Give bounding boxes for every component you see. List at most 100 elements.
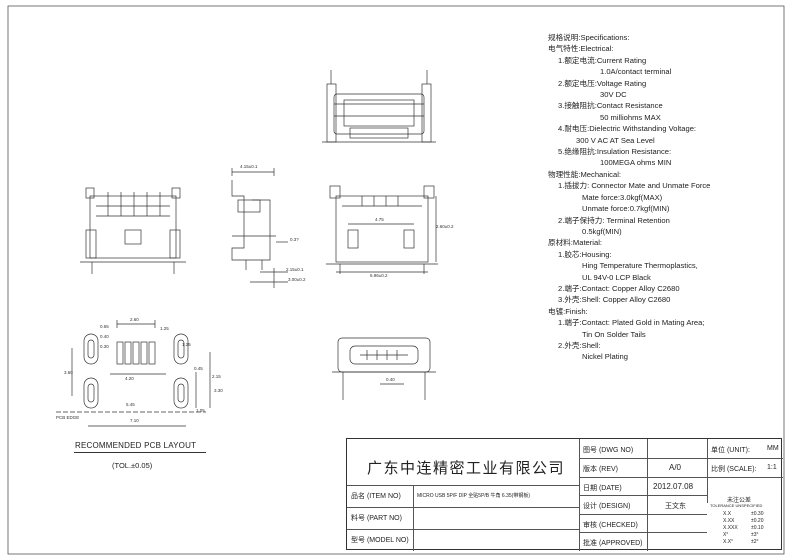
tolerance-value: ±2° (751, 539, 759, 545)
specs-title: 规格说明:Specifications: (548, 33, 630, 42)
pcb-tolerance: (TOL.±0.05) (112, 461, 153, 470)
unit-value: MM (767, 445, 779, 452)
date-label: 日期 (DATE) (583, 485, 622, 492)
item-num: 2. (558, 215, 565, 225)
pcb-dim-0: 2.60 (130, 317, 139, 322)
electrical-item: 3.接触阻抗:Contact Resistance (548, 100, 784, 111)
title-block: 广东中连精密工业有限公司 品名 (ITEM NO) MICRO USB 5P/F… (346, 438, 783, 551)
item-num: 1. (558, 181, 565, 191)
item-label: 端子:Contact: Copper Alloy C2680 (564, 283, 680, 293)
item-label: 额定电流:Current Rating (564, 55, 647, 65)
part-no-label: 料号 (PART NO) (351, 515, 402, 522)
item-num: 1. (558, 55, 565, 65)
mechanical-line: Unmate force:0.7kgf(MIN) (582, 204, 670, 214)
material-heading: 原材料:Material: (548, 238, 603, 248)
tolerance-value: ±0.20 (751, 518, 764, 524)
tb-divider (347, 529, 579, 530)
mechanical-line: 0.5kgf(MIN) (582, 226, 622, 236)
tb-divider (579, 495, 707, 496)
pcb-dim-7: 1.05 (196, 408, 205, 413)
pcb-dim-2: 0.40 (100, 334, 109, 339)
material-item: 3.外壳:Shell: Copper Alloy C2680 (548, 294, 784, 305)
item-label: 胶芯:Housing: (564, 249, 612, 259)
pcb-title-underline (74, 452, 206, 453)
date-value: 2012.07.08 (653, 482, 694, 491)
item-num: 4. (558, 124, 565, 134)
item-label: 外壳:Shell: Copper Alloy C2680 (564, 295, 671, 305)
tb-divider (579, 458, 783, 459)
front-dim-overall: 6.96±0.2 (370, 273, 388, 278)
mate-view (332, 337, 436, 400)
electrical-heading: 电气特性:Electrical: (548, 44, 614, 54)
mate-dim: 0.40 (386, 377, 395, 382)
mechanical-line: Mate force:3.0kgf(MAX) (582, 192, 663, 202)
tolerance-value: ±0.30 (751, 511, 764, 517)
approved-label: 批准 (APPROVED) (583, 540, 643, 547)
item-label: 接触阻抗:Contact Resistance (564, 101, 663, 111)
finish-line: Nickel Plating (582, 352, 629, 362)
item-num: 1. (558, 318, 565, 328)
dwg-no-label: 图号 (DWG NO) (583, 447, 634, 454)
pcb-dim-9: 0.45 (194, 366, 203, 371)
item-num: 3. (558, 295, 565, 305)
item-label: 端子保持力: Terminal Retention (564, 215, 670, 225)
mechanical-heading: 物理性能:Mechanical: (548, 169, 622, 179)
material-item: 2.端子:Contact: Copper Alloy C2680 (548, 283, 784, 294)
pcb-dim-8: 1.25 (160, 326, 169, 331)
company-name: 广东中连精密工业有限公司 (367, 459, 566, 477)
tolerance-key: X.X (723, 511, 732, 517)
design-label: 设计 (DESIGN) (583, 503, 631, 510)
pcb-dim-6: 7.10 (130, 418, 139, 423)
tb-divider (707, 439, 708, 503)
item-label: 端子:Contact: Plated Gold in Mating Area; (564, 318, 705, 328)
checked-label: 审核 (CHECKED) (583, 522, 638, 529)
pcb-dim-10: 2.15 (212, 374, 221, 379)
item-num: 2. (558, 283, 565, 293)
electrical-value: 30V DC (600, 90, 627, 100)
tb-divider (579, 532, 707, 533)
item-num: 1. (558, 249, 565, 259)
electrical-item: 4.耐电压:Dielectric Withstanding Voltage: (548, 123, 784, 134)
mechanical-item: 2.端子保持力: Terminal Retention (548, 215, 784, 226)
side-dim-thin: 0.3? (290, 237, 299, 242)
item-num: 5. (558, 147, 565, 157)
top-view (322, 70, 436, 143)
finish-heading: 电镀:Finish: (548, 306, 588, 316)
pcb-dim-11: 3.60 (64, 370, 73, 375)
item-num: 2. (558, 340, 565, 350)
pcb-dim-4: 4.20 (125, 376, 134, 381)
pcb-edge-label: PCB EDGE (56, 415, 79, 420)
electrical-value: 50 milliohms MAX (600, 112, 661, 122)
electrical-item: 1.额定电流:Current Rating (548, 55, 784, 66)
electrical-item: 5.绝缘阻抗:Insulation Resistance: (548, 146, 784, 157)
tolerance-header: 未注公差 (727, 498, 752, 504)
tb-divider (579, 477, 783, 478)
material-line: Hing Temperature Thermoplastics, (582, 261, 698, 271)
item-no-label: 品名 (ITEM NO) (351, 493, 401, 500)
tolerance-value: ±3° (751, 532, 759, 538)
scale-value: 1:1 (767, 464, 777, 471)
item-label: 额定电压:Voltage Rating (564, 78, 647, 88)
item-label: 绝缘阻抗:Insulation Resistance: (564, 147, 672, 157)
pcb-dim-1: 0.65 (100, 324, 109, 329)
rev-value: A/0 (669, 463, 682, 472)
electrical-value: 100MEGA ohms MIN (600, 158, 672, 168)
scale-label: 比例 (SCALE): (711, 466, 757, 473)
tolerance-key: X.XX (723, 518, 735, 524)
item-label: 外壳:Shell: (564, 340, 601, 350)
material-line: UL 94V-0 LCP Black (582, 272, 651, 282)
electrical-item: 2.额定电压:Voltage Rating (548, 78, 784, 89)
pcb-layout-title: RECOMMENDED PCB LAYOUT (75, 441, 197, 450)
tolerance-value: ±0.10 (751, 525, 764, 531)
pcb-dim-5: 5.45 (126, 402, 135, 407)
item-label: 插拔力: Connector Mate and Unmate Force (564, 181, 711, 191)
side-dim-width: 4.15±0.1 (240, 164, 258, 169)
electrical-value: 1.0A/contact terminal (600, 67, 672, 77)
design-value: 王文东 (665, 503, 686, 510)
material-item: 1.胶芯:Housing: (548, 249, 784, 260)
tb-divider (413, 485, 414, 551)
side-dim-3: 3.00±0.2 (288, 277, 306, 282)
tb-divider (579, 514, 707, 515)
mechanical-item: 1.插拔力: Connector Mate and Unmate Force (548, 180, 784, 191)
